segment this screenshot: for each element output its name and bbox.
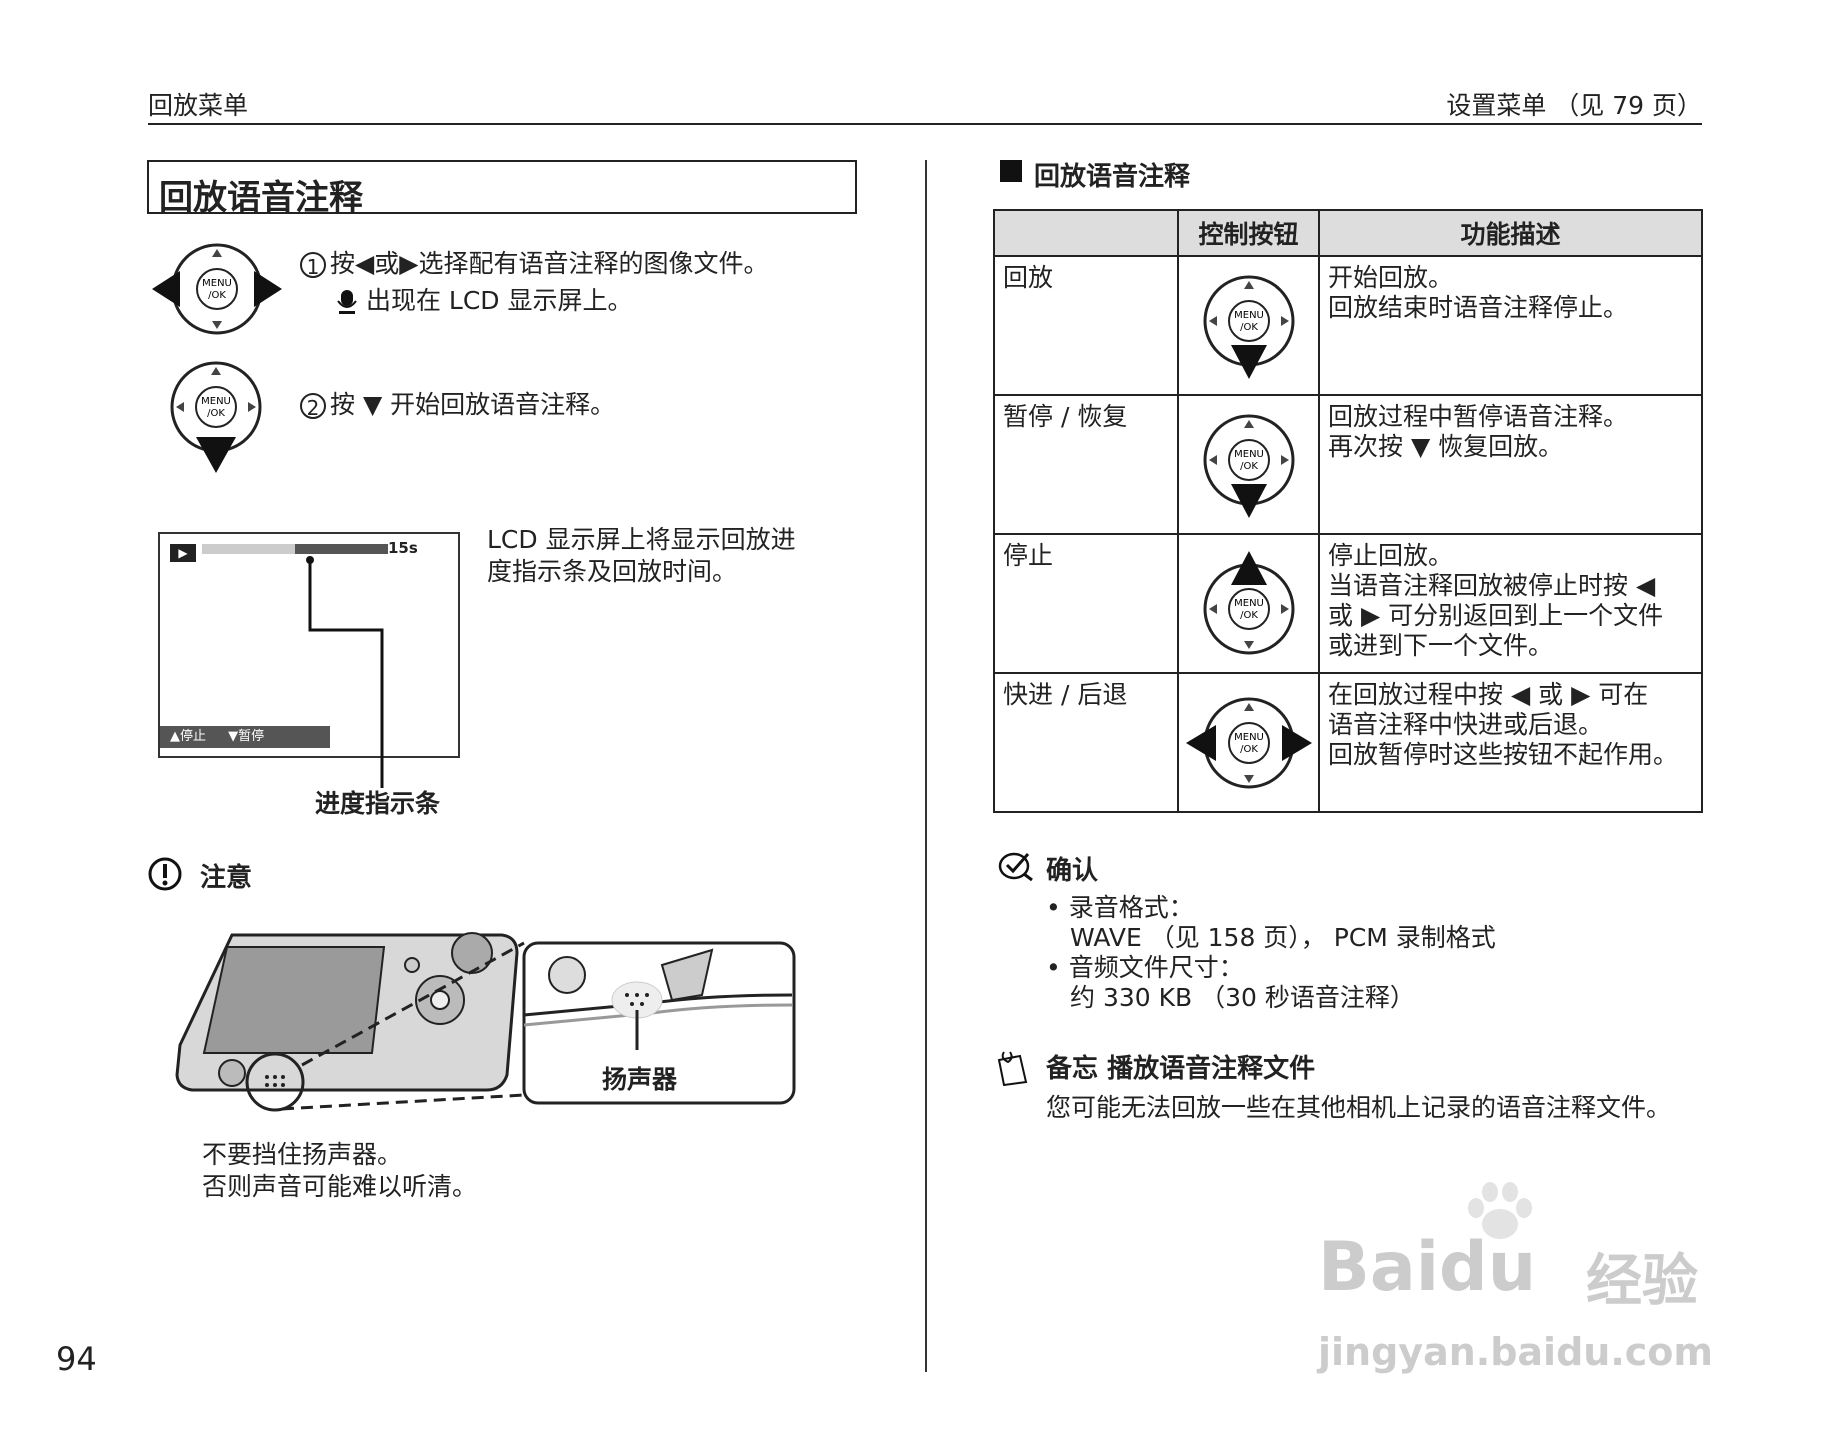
table-header-blank — [993, 209, 1179, 257]
paw-logo-icon — [1468, 1182, 1532, 1239]
confirm-item-value: 约 330 KB （30 秒语音注释） — [1070, 983, 1415, 1012]
table-row: 回放 MENU /OK 开始回放。 回放结束时语音注释停止。 — [993, 255, 1703, 396]
dpad-down-icon: MENU /OK — [1179, 396, 1318, 533]
caution-icon — [148, 857, 182, 891]
lcd-bottom-bar: ▲停止 ▼暂停 — [160, 726, 330, 748]
step1-number: 1 — [300, 252, 326, 279]
header-right: 设置菜单 （见 79 页） — [1446, 91, 1702, 120]
confirm-item-label: 音频文件尺寸： — [1068, 953, 1244, 982]
watermark-brand: Baidu — [1318, 1228, 1536, 1307]
progress-callout-label: 进度指示条 — [315, 789, 441, 818]
step1-line2-wrap: 出现在 LCD 显示屏上。 — [336, 286, 632, 316]
memo-icon — [997, 1051, 1028, 1086]
watermark-jingyan: 经验 — [1586, 1249, 1698, 1314]
svg-text:MENU: MENU — [1234, 598, 1264, 609]
svg-text:MENU: MENU — [1234, 449, 1264, 460]
table-header-control: 控制按钮 — [1177, 209, 1320, 257]
confirm-label: 确认 — [1046, 856, 1099, 886]
step1-line2: 出现在 LCD 显示屏上。 — [365, 286, 633, 315]
table-header-row: 控制按钮 功能描述 — [993, 209, 1703, 257]
play-icon: ▶ — [170, 544, 196, 562]
memo-text: 您可能无法回放一些在其他相机上记录的语音注释文件。 — [1046, 1093, 1672, 1122]
lcd-stop-label: 停止 — [180, 729, 207, 744]
dpad-down-icon: MENU /OK — [1179, 257, 1318, 394]
row-name: 暂停 / 恢复 — [1003, 402, 1128, 431]
lcd-time: 15s — [388, 539, 418, 557]
row-name: 快进 / 后退 — [1003, 680, 1128, 709]
progress-fill — [202, 544, 295, 554]
step2-number: 2 — [300, 393, 326, 420]
step1-text: 按◀或▶选择配有语音注释的图像文件。 — [330, 249, 769, 278]
dpad-leftright-icon: MENU /OK — [1179, 674, 1318, 811]
table-header-function: 功能描述 — [1318, 209, 1703, 257]
lcd-desc-line2: 度指示条及回放时间。 — [487, 557, 738, 586]
step2-text: 按 ▼ 开始回放语音注释。 — [330, 390, 616, 419]
svg-text:/OK: /OK — [1240, 610, 1258, 621]
confirm-item-value: WAVE （见 158 页）， PCM 录制格式 — [1070, 923, 1496, 952]
row-desc: 在回放过程中按 ◀ 或 ▶ 可在 — [1328, 680, 1649, 709]
lcd-desc-line1: LCD 显示屏上将显示回放进 — [487, 525, 796, 554]
confirm-item-label: 录音格式： — [1068, 893, 1194, 922]
row-desc: 当语音注释回放被停止时按 ◀ — [1328, 571, 1656, 600]
dpad-leftright-icon: MENU /OK — [152, 243, 282, 335]
control-table: 控制按钮 功能描述 回放 MENU /OK 开始回放。 回放结束时语音注释停止。… — [993, 209, 1703, 813]
baidu-watermark: Baidu 经验 jingyan.baidu.com — [1318, 1180, 1718, 1380]
memo-label: 备忘 — [1046, 1054, 1099, 1084]
memo-title: 播放语音注释文件 — [1107, 1054, 1316, 1084]
row-desc: 或进到下一个文件。 — [1328, 631, 1554, 660]
svg-text:MENU: MENU — [202, 278, 232, 289]
page-number: 94 — [56, 1340, 97, 1378]
dpad-down-icon: MENU /OK — [170, 361, 262, 473]
check-note-icon — [998, 852, 1033, 882]
svg-text:MENU: MENU — [1234, 310, 1264, 321]
dpad-up-icon: MENU /OK — [1179, 535, 1318, 672]
row-desc: 回放结束时语音注释停止。 — [1328, 293, 1629, 322]
camera-illustration — [175, 932, 796, 1112]
caution-label: 注意 — [200, 863, 253, 893]
table-row: 停止 MENU /OK 停止回放。 当语音注释回放被停止时按 ◀ 或 ▶ 可分别… — [993, 533, 1703, 674]
table-row: 暂停 / 恢复 MENU /OK 回放过程中暂停语音注释。 再次按 ▼ 恢复回放… — [993, 394, 1703, 535]
row-name: 停止 — [1003, 541, 1054, 570]
row-desc: 回放暂停时这些按钮不起作用。 — [1328, 740, 1679, 769]
progress-callout-line — [306, 556, 384, 788]
page-title: 回放语音注释 — [159, 178, 363, 218]
svg-text:/OK: /OK — [207, 408, 225, 419]
watermark-brand-part2: du — [1439, 1228, 1537, 1307]
confirm-item-1: • 录音格式： WAVE （见 158 页）， PCM 录制格式 • 音频文件尺… — [1046, 893, 1496, 1012]
row-desc: 开始回放。 — [1328, 263, 1454, 292]
row-name: 回放 — [1003, 263, 1054, 292]
lcd-screen: ▶ 15s ▲停止 ▼暂停 — [158, 532, 460, 758]
column-divider — [925, 160, 927, 1372]
svg-text:/OK: /OK — [1240, 744, 1258, 755]
caution-note-line1: 不要挡住扬声器。 — [202, 1140, 403, 1169]
svg-text:/OK: /OK — [208, 290, 226, 301]
header-left: 回放菜单 — [148, 91, 249, 120]
lcd-pause-label: 暂停 — [238, 729, 265, 744]
speaker-label: 扬声器 — [602, 1065, 678, 1094]
microphone-icon — [337, 290, 357, 314]
row-desc: 语音注释中快进或后退。 — [1328, 710, 1604, 739]
caution-note-line2: 否则声音可能难以听清。 — [202, 1172, 478, 1201]
header-rule — [148, 123, 1702, 125]
svg-text:/OK: /OK — [1240, 322, 1258, 333]
memo-heading: 备忘 播放语音注释文件 — [1046, 1048, 1315, 1085]
section-title-box: 回放语音注释 — [147, 160, 857, 218]
table-row: 快进 / 后退 MENU /OK 在回放过程中按 ◀ 或 ▶ 可在 语音注释中快… — [993, 672, 1703, 813]
watermark-url: jingyan.baidu.com — [1318, 1330, 1713, 1374]
watermark-brand-part1: Bai — [1318, 1228, 1440, 1307]
row-desc: 停止回放。 — [1328, 541, 1454, 570]
svg-text:/OK: /OK — [1240, 461, 1258, 472]
section-square-icon — [1000, 160, 1022, 182]
progress-track — [202, 544, 388, 554]
row-desc: 回放过程中暂停语音注释。 — [1328, 402, 1629, 431]
svg-text:MENU: MENU — [201, 396, 231, 407]
row-desc: 再次按 ▼ 恢复回放。 — [1328, 432, 1564, 461]
row-desc: 或 ▶ 可分别返回到上一个文件 — [1328, 601, 1664, 630]
svg-text:MENU: MENU — [1234, 732, 1264, 743]
section-title: 回放语音注释 — [1034, 162, 1191, 192]
